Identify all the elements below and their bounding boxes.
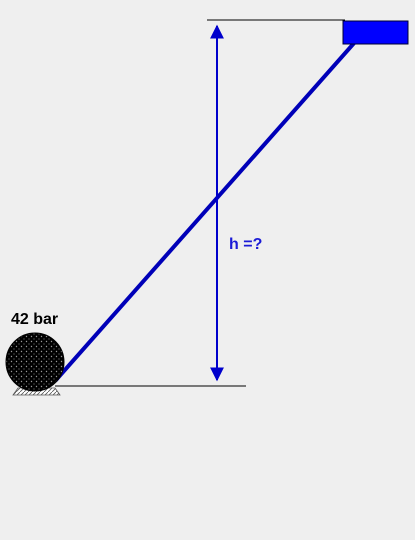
pressure-label: 42 bar — [11, 311, 58, 328]
height-label: h =? — [229, 236, 262, 253]
inclined-pipe — [54, 40, 357, 382]
tank-icon — [342, 20, 409, 45]
pressure-sphere-icon — [5, 332, 65, 392]
hatched-support-icon — [12, 387, 61, 396]
